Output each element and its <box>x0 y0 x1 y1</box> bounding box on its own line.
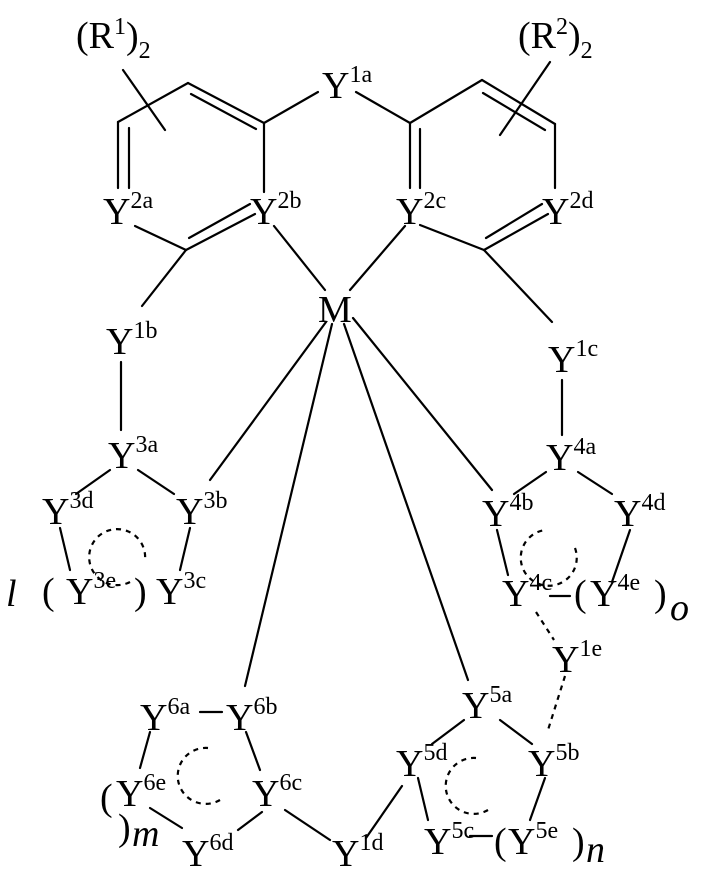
paren-close-y5e: ) <box>572 821 585 863</box>
atom-y2a: Y2a <box>103 188 153 233</box>
atom-y3d: Y3d <box>42 488 93 533</box>
atom-y6c: Y6c <box>252 770 302 815</box>
atom-y4c: Y4c <box>502 570 552 615</box>
subscript-m: m <box>132 813 159 855</box>
paren-open-y3e: ( <box>42 571 55 613</box>
ring-6-aromatic-circle <box>178 748 220 804</box>
subscript-l: l <box>6 573 17 615</box>
atom-y1e: Y1e <box>552 636 602 681</box>
atom-y1c: Y1c <box>548 336 598 381</box>
paren-open-y5e: ( <box>494 821 507 863</box>
paren-close-y6e: ) <box>118 807 131 849</box>
atom-y2b: Y2b <box>250 188 301 233</box>
ring-5 <box>418 720 545 836</box>
left-aromatic-ring <box>118 70 264 250</box>
atom-y3e: Y3e <box>66 568 116 613</box>
atom-y4d: Y4d <box>614 490 665 535</box>
atom-y5b: Y5b <box>528 740 579 785</box>
atom-y3b: Y3b <box>176 488 227 533</box>
atom-y1b: Y1b <box>106 318 157 363</box>
linker-bonds <box>121 250 562 435</box>
atom-y5d: Y5d <box>396 740 447 785</box>
atom-y5c: Y5c <box>424 818 474 863</box>
subscript-o: o <box>670 587 689 629</box>
paren-close-y3e: ) <box>134 571 147 613</box>
atom-metal: M <box>318 289 352 331</box>
atom-y4e: Y4e <box>590 570 640 615</box>
right-aromatic-ring <box>410 62 555 250</box>
r1-substituent-label: (R1)2 <box>76 14 151 64</box>
atom-y4b: Y4b <box>482 490 533 535</box>
atom-y4a: Y4a <box>546 434 596 479</box>
paren-open-y4e: ( <box>574 573 587 615</box>
ring-5-aromatic-circle <box>446 758 488 814</box>
paren-open-y6e: ( <box>100 777 113 819</box>
atom-y3c: Y3c <box>156 568 206 613</box>
atom-y2c: Y2c <box>396 188 446 233</box>
atom-y6b: Y6b <box>226 694 277 739</box>
subscript-n: n <box>586 829 605 871</box>
atom-y5a: Y5a <box>462 682 512 727</box>
atom-y1a: Y1a <box>322 62 372 107</box>
r2-substituent-label: (R2)2 <box>518 14 593 64</box>
atom-y2d: Y2d <box>542 188 593 233</box>
atom-y5e: Y5e <box>508 818 558 863</box>
y1d-bonds <box>285 786 402 840</box>
atom-y6a: Y6a <box>140 694 190 739</box>
atom-y1d: Y1d <box>332 830 383 875</box>
atom-y3a: Y3a <box>108 432 158 477</box>
atom-y6d: Y6d <box>182 830 233 875</box>
paren-close-y4e: ) <box>654 573 667 615</box>
